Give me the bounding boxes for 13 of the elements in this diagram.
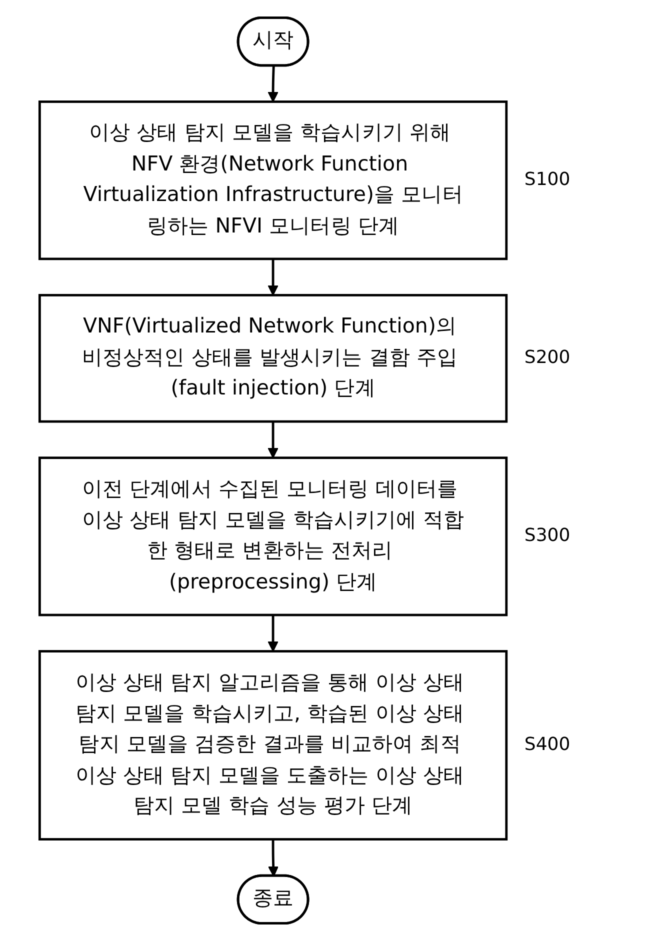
- step-number: S300: [524, 525, 570, 546]
- arrow: [268, 422, 278, 458]
- arrow: [268, 839, 279, 877]
- node-box: 이전 단계에서 수집된 모니터링 데이터를 이상 상태 탐지 모델을 학습시키기에 적합한 형태로 변환하는 전처리 (preprocessing) 단계: [38, 456, 508, 616]
- node-box: 이상 상태 탐지 알고리즘을 통해 이상 상태 탐지 모델을 학습시키고, 학습된 이상 상태 탐지 모델을 검증한 결과를 비교하여 최적 이상 상태 탐지 모델을 도출하는 이상 상태 탐지 모델 학습 성능 평가 단계: [38, 650, 508, 840]
- arrow: [268, 258, 278, 296]
- arrow: [268, 615, 278, 652]
- step-number: S200: [524, 347, 570, 368]
- node-box: VNF(Virtualized Network Function)의 비정상적인 상태를 발생시키는 결함 주입 (fault injection) 단계: [38, 294, 508, 423]
- arrow: [268, 66, 278, 102]
- step-number: S400: [524, 734, 570, 756]
- node-box: 이상 상태 탐지 모델을 학습시키기 위해 NFV 환경(Network Function Virtualization Infrastructure)을 모니터링하는 NFVI 모니터링 단계: [38, 100, 508, 260]
- step-number: S100: [524, 169, 570, 190]
